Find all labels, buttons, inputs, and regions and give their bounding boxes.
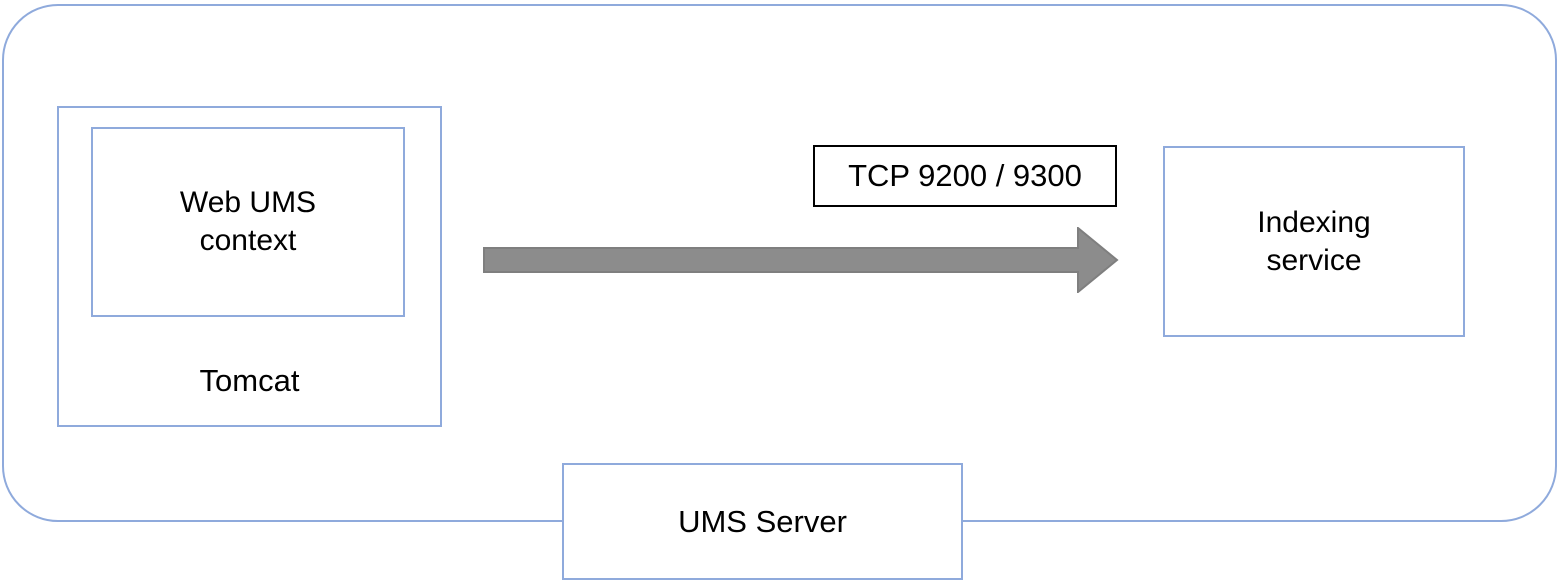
ums-server-node: UMS Server <box>562 463 963 580</box>
indexing-service-label: Indexing service <box>1257 205 1371 277</box>
arrow-shape <box>483 227 1119 293</box>
tcp-port-label-box: TCP 9200 / 9300 <box>813 145 1117 207</box>
tomcat-node <box>57 106 442 427</box>
web-ums-context-label: Web UMS context <box>179 186 317 257</box>
tomcat-label: Tomcat <box>199 363 300 398</box>
indexing-service-node: Indexing service <box>1163 146 1465 337</box>
connection-arrow <box>483 227 1119 293</box>
web-ums-context-node: Web UMS context <box>91 127 405 317</box>
